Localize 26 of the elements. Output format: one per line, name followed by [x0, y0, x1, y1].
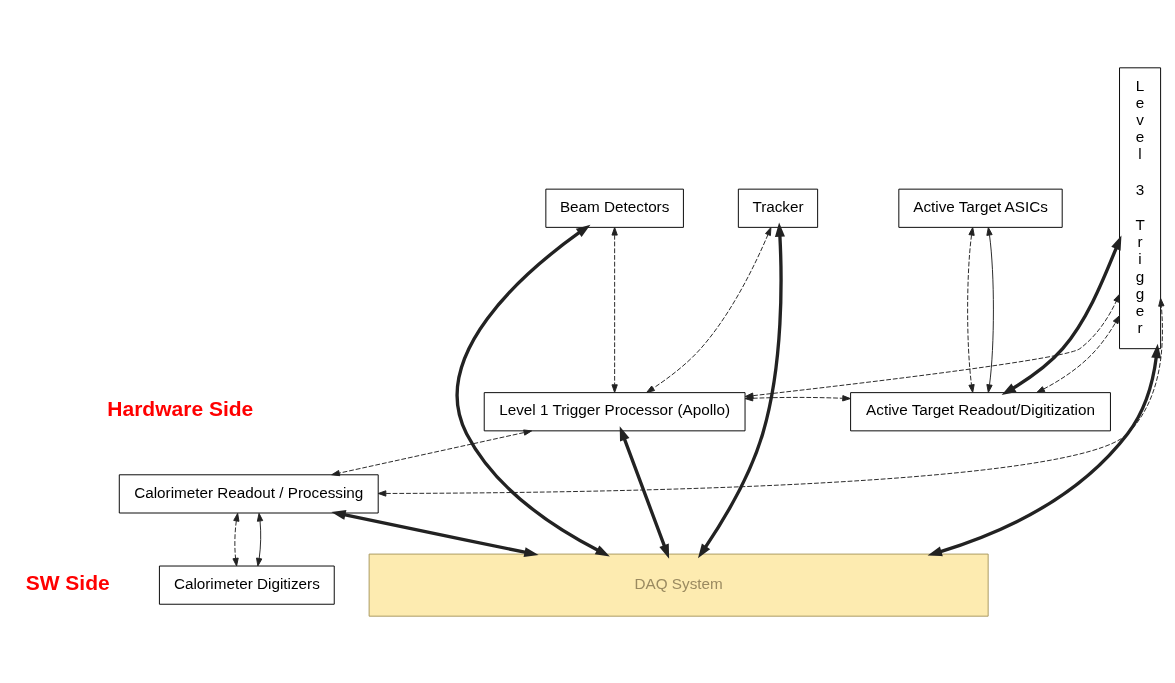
arrow	[619, 425, 670, 559]
node-box: Active Target Readout/Digitization	[850, 391, 1111, 431]
node-box: Tracker	[737, 188, 819, 228]
node-box: Calorimeter Digitizers	[158, 565, 335, 605]
arrow	[232, 512, 240, 566]
node-box: Calorimeter Readout / Processing	[118, 473, 379, 513]
label: Hardware Side	[107, 396, 254, 420]
arrow	[986, 226, 994, 393]
arrow	[377, 297, 1165, 497]
node-box: Active Target ASICs	[898, 188, 1063, 228]
arrow	[697, 221, 785, 558]
arrow	[256, 512, 264, 566]
arrow	[967, 226, 975, 393]
node-box: Level 1 Trigger Processor (Apollo)	[483, 391, 746, 431]
arrow	[455, 224, 610, 556]
arrow	[646, 226, 772, 393]
arrow	[611, 226, 618, 393]
node-box: Level 3 Trigger	[1119, 66, 1162, 349]
arrow	[331, 509, 539, 557]
arrow	[331, 428, 533, 476]
node-box: Beam Detectors	[545, 188, 684, 228]
arrow	[1001, 234, 1122, 395]
arrow	[927, 343, 1162, 556]
label: SW Side	[25, 570, 110, 594]
arrow	[1036, 314, 1120, 393]
node-box: DAQ System	[368, 553, 989, 617]
